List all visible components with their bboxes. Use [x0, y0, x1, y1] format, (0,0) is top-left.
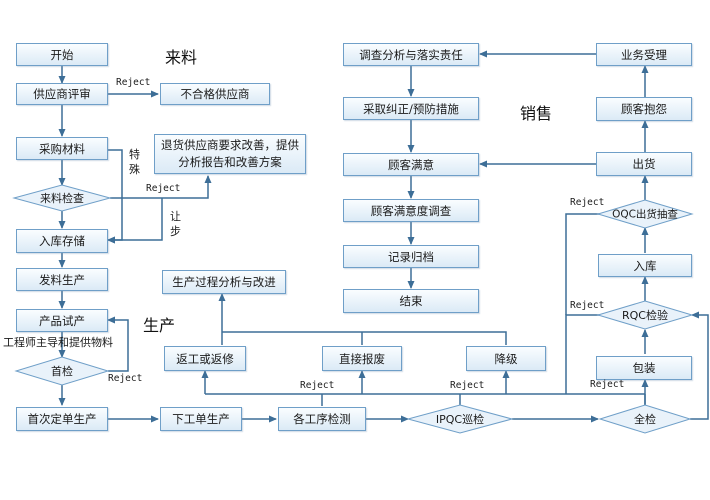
node-business-accept: 业务受理 — [596, 43, 692, 66]
node-issue-order: 下工单生产 — [160, 407, 242, 431]
node-incoming-check: 来料检查 — [40, 192, 84, 205]
arrow-first-check-reject-to-trial — [107, 316, 129, 372]
diamond-rqc — [596, 300, 694, 330]
label-engineer-note: 工程师主导和提供物料 — [3, 336, 113, 349]
node-supplier-eval: 供应商评审 — [16, 83, 108, 105]
node-scrap: 直接报废 — [322, 346, 402, 371]
arrow-full-loop-to-rqc — [690, 311, 709, 420]
diamond-incoming-check — [12, 184, 112, 212]
node-stock-in: 入库 — [598, 254, 692, 277]
label-reject-incoming: Reject — [146, 183, 181, 194]
label-reject-rqc: Reject — [570, 300, 605, 311]
section-title-sales: 销售 — [520, 104, 553, 123]
node-purchase: 采购材料 — [16, 137, 108, 160]
node-first-check: 首检 — [51, 365, 73, 378]
node-packing: 包装 — [596, 356, 692, 380]
node-rqc: RQC检验 — [622, 309, 668, 322]
label-reject-ipqc: Reject — [450, 380, 485, 391]
node-issue-material: 发料生产 — [16, 268, 108, 291]
label-reject-first-check: Reject — [108, 373, 143, 384]
node-rework: 返工或返修 — [164, 346, 246, 371]
diamond-oqc — [596, 199, 694, 229]
node-trial-production: 产品试产 — [16, 309, 108, 332]
arrow-check-reject-to-return — [110, 175, 212, 199]
arrow-oqc-reject-to-bus — [565, 213, 600, 315]
label-concession: 让步 — [170, 210, 181, 238]
node-process-check: 各工序检测 — [278, 407, 366, 431]
node-oqc: OQC出货抽查 — [612, 208, 678, 221]
node-end: 结束 — [343, 289, 479, 313]
node-downgrade: 降级 — [466, 346, 546, 371]
node-first-batch: 首次定单生产 — [16, 407, 108, 431]
label-special: 特殊 — [129, 148, 140, 176]
arrow-concession-to-warehouse — [107, 198, 163, 244]
diamond-ipqc — [406, 404, 514, 434]
node-start: 开始 — [16, 43, 108, 66]
label-reject-process: Reject — [300, 380, 335, 391]
node-shipment: 出货 — [596, 152, 692, 176]
section-title-production: 生产 — [143, 316, 176, 335]
node-complaint: 顾客抱怨 — [596, 97, 692, 121]
node-record: 记录归档 — [343, 245, 479, 268]
node-unqualified-supplier: 不合格供应商 — [160, 83, 270, 105]
arrow-special-to-warehouse — [107, 149, 123, 244]
node-corrective: 采取纠正/预防措施 — [343, 97, 479, 120]
node-full-check: 全检 — [634, 413, 656, 426]
node-process-analysis: 生产过程分析与改进 — [162, 270, 286, 294]
label-reject-supplier: Reject — [116, 77, 151, 88]
node-survey: 顾客满意度调查 — [343, 199, 479, 222]
node-satisfaction: 顾客满意 — [343, 153, 479, 176]
node-return-goods: 退货供应商要求改善，提供分析报告和改善方案 — [154, 134, 306, 174]
diamond-first-check — [14, 356, 110, 386]
node-ipqc: IPQC巡检 — [435, 413, 485, 426]
analysis-feedback-line — [222, 331, 507, 345]
label-reject-oqc: Reject — [570, 197, 605, 208]
node-investigate: 调查分析与落实责任 — [343, 43, 479, 66]
label-reject-full: Reject — [590, 379, 625, 390]
diamond-full-check — [598, 404, 692, 434]
section-title-incoming: 来料 — [165, 48, 198, 67]
node-warehouse-in: 入库存储 — [16, 229, 108, 253]
